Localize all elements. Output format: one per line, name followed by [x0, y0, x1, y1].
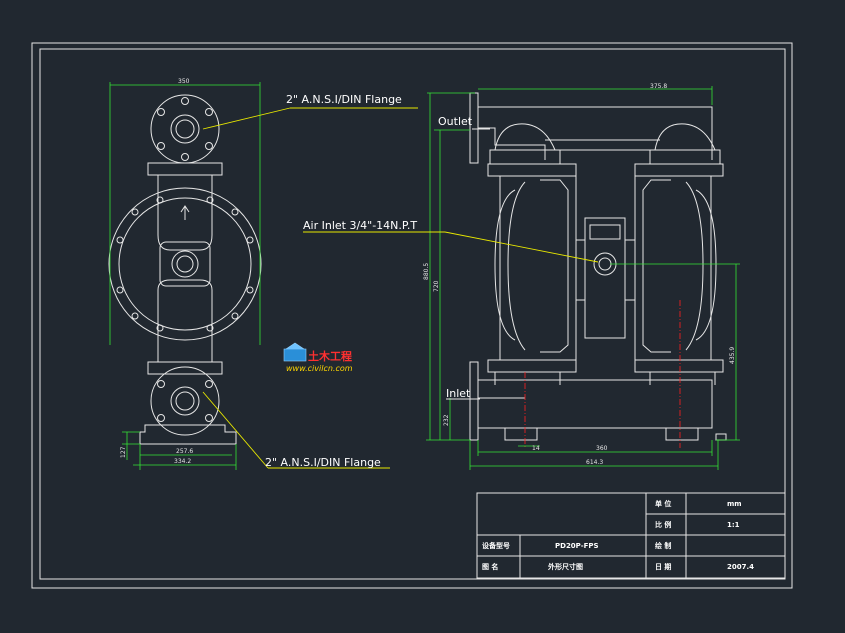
dim-right-top: 375.8: [650, 83, 667, 90]
flange-bottom-leader: [202, 391, 269, 469]
dim-right-h1: 880.5: [423, 263, 430, 280]
tb-drawn-label: 绘 制: [655, 541, 671, 550]
flange-top-label: 2" A.N.S.I/DIN Flange: [286, 93, 402, 106]
tb-scale-value: 1:1: [727, 521, 740, 529]
tb-name-value: 外形尺寸图: [548, 562, 583, 571]
tb-date-value: 2007.4: [727, 563, 754, 571]
inlet-label: Inlet: [446, 387, 471, 400]
air-inlet-label: Air Inlet 3/4"-14N.P.T: [303, 219, 417, 232]
dim-left-top-width: 350: [178, 78, 190, 85]
title-block: [476, 492, 786, 579]
outlet-label: Outlet: [438, 115, 473, 128]
inner-frame: [39, 48, 786, 580]
side-view-dimensions: [426, 86, 740, 470]
tb-unit-label: 单 位: [655, 499, 671, 508]
dim-left-bolt-span: 257.6: [176, 448, 193, 455]
watermark-text: 土木工程: [308, 349, 352, 363]
dim-right-h3: 435.9: [729, 347, 736, 364]
tb-scale-label: 比 例: [655, 520, 671, 529]
dim-right-w2: 614.3: [586, 459, 603, 466]
dim-right-small: 14: [532, 445, 540, 452]
dim-right-h2: 720: [433, 280, 440, 292]
tb-model-label: 设备型号: [482, 541, 510, 550]
front-view-dimensions: [109, 82, 261, 470]
air-inlet-leader: [444, 231, 599, 263]
dim-left-base-height: 127: [120, 446, 127, 458]
dim-left-base-width: 334.2: [174, 458, 191, 465]
tb-model-value: PD20P-FPS: [555, 542, 599, 550]
watermark-url: www.civilcn.com: [286, 364, 353, 373]
dim-right-inlet-h: 232: [443, 414, 450, 426]
pump-side-view: [469, 92, 727, 441]
watermark-logo: [283, 342, 307, 362]
flange-bottom-label: 2" A.N.S.I/DIN Flange: [265, 456, 381, 469]
tb-unit-value: mm: [727, 500, 742, 508]
outer-frame: [31, 42, 793, 589]
dim-right-w1: 360: [596, 445, 608, 452]
tb-name-label: 图 名: [482, 562, 498, 571]
pump-front-view: [108, 94, 262, 445]
tb-date-label: 日 期: [655, 562, 671, 571]
flange-top-leader: [202, 107, 291, 130]
